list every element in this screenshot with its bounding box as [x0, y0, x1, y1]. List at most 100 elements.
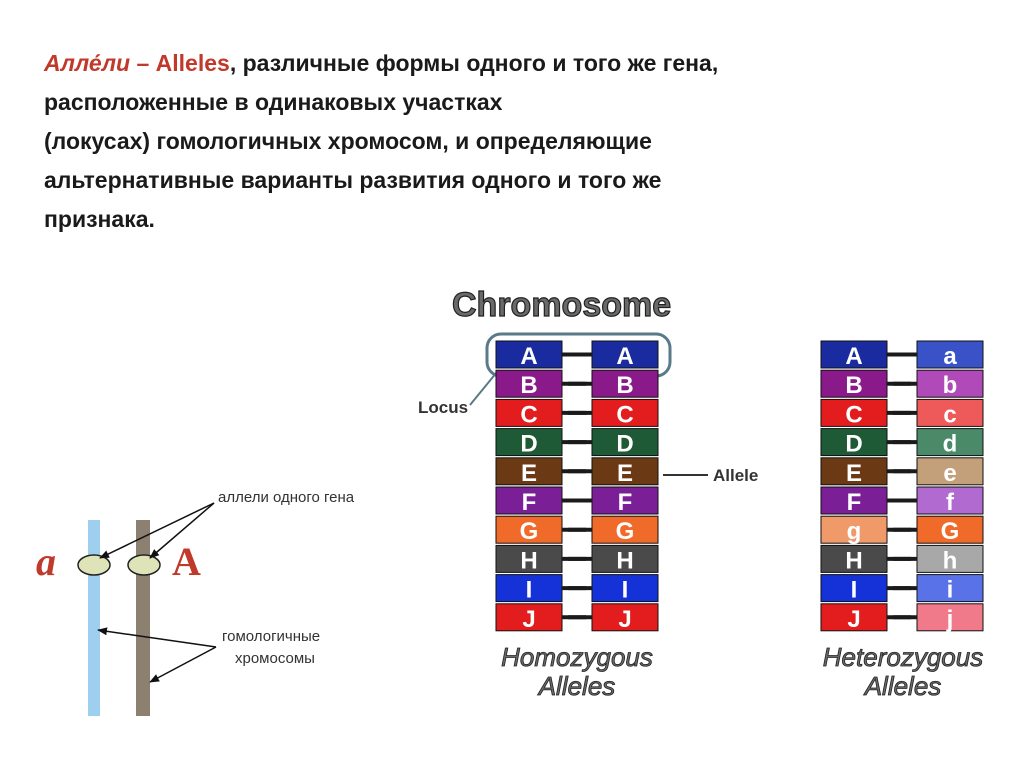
heterozygous-right-gene-letter: e [943, 460, 956, 487]
homozygous-right-gene-letter: G [616, 518, 635, 545]
heterozygous-right-gene-block [916, 574, 984, 603]
heterozygous-left-gene-block [820, 428, 888, 457]
homozygous-left-gene-letter: A [520, 343, 537, 370]
homozygous-right-gene-letter: D [616, 431, 633, 458]
homozygous-left-gene-letter: H [520, 547, 537, 574]
homozygous-backbone [562, 341, 592, 633]
allele-oval-right [127, 554, 161, 576]
definition-text: Алле́ли – Alleles, различные формы одног… [44, 44, 964, 239]
heterozygous-left-gene-block [820, 515, 888, 544]
homozygous-right-gene-block [591, 398, 659, 427]
homozygous-label-line2: Alleles [537, 671, 616, 701]
chromosome-title: Chromosome [452, 286, 671, 324]
heterozygous-left-gene-letter: I [851, 577, 858, 604]
heterozygous-left-gene-block [820, 574, 888, 603]
homozygous-right-gene-letter: B [616, 372, 633, 399]
chromosome-bar-right [136, 520, 150, 716]
heterozygous-right-gene-letter: f [946, 489, 955, 516]
homozygous-left-gene-block [495, 398, 563, 427]
homozygous-left-gene-letter: J [522, 606, 535, 633]
heterozygous-left-gene-letter: g [847, 518, 862, 545]
heterozygous-right-gene-letter: a [943, 343, 957, 370]
homologous-chromosomes-label-line2: хромосомы [235, 650, 315, 667]
definition-line-4: альтернативные варианты развития одного … [44, 167, 662, 193]
heterozygous-right-gene-letter: j [946, 606, 954, 633]
homozygous-left-gene-letter: D [520, 431, 537, 458]
definition-line-1: Алле́ли – Alleles, различные формы одног… [44, 44, 964, 83]
heterozygous-right-gene-block [916, 369, 984, 398]
locus-pointer-line [469, 371, 498, 406]
homozygous-right-gene-block [591, 486, 659, 515]
homozygous-right-gene-letter: F [618, 489, 633, 516]
homozygous-right-gene-block [591, 340, 659, 369]
heterozygous-left-gene-letter: H [845, 547, 862, 574]
heterozygous-right-gene-letter: b [943, 372, 958, 399]
allele-small-a: a [36, 539, 56, 584]
heterozygous-left-gene-letter: J [847, 606, 860, 633]
homozygous-right-gene-letter: I [622, 577, 629, 604]
homozygous-label-line1: Homozygous [501, 642, 653, 672]
homozygous-right-gene-letter: E [617, 460, 633, 487]
heterozygous-right-gene-block [916, 603, 984, 632]
homozygous-right-gene-block [591, 428, 659, 457]
heterozygous-left-gene-block [820, 369, 888, 398]
homologous-chromosomes-label-line1: гомологичные [222, 628, 320, 645]
homozygous-left-gene-letter: E [521, 460, 537, 487]
term-dash: – [130, 50, 156, 76]
heterozygous-left-gene-letter: C [845, 401, 862, 428]
heterozygous-label-line2: Alleles [863, 671, 942, 701]
homozygous-left-gene-letter: I [526, 577, 533, 604]
heterozygous-right-gene-letter: h [943, 547, 958, 574]
definition-line-3: (локусах) гомологичных хромосом, и опред… [44, 128, 652, 154]
heterozygous-right-gene-block [916, 544, 984, 573]
homozygous-right-gene-letter: C [616, 401, 633, 428]
heterozygous-right-gene-block [916, 457, 984, 486]
heterozygous-left-gene-block [820, 544, 888, 573]
homozygous-right-gene-letter: J [618, 606, 631, 633]
homozygous-left-gene-letter: G [520, 518, 539, 545]
term-english: Alleles [155, 50, 230, 76]
homozygous-left-gene-block [495, 574, 563, 603]
definition-line-2: расположенные в одинаковых участках [44, 89, 503, 115]
heterozygous-left-gene-letter: D [845, 431, 862, 458]
heterozygous-right-gene-block [916, 428, 984, 457]
arrow-to-left-chromosome [97, 627, 217, 648]
definition-line-1-rest: , различные формы одного и того же гена, [229, 50, 719, 76]
homozygous-right-gene-letter: A [616, 343, 633, 370]
arrow-to-right-allele [149, 502, 215, 559]
heterozygous-backbone [887, 341, 917, 633]
arrow-to-left-allele [99, 502, 215, 559]
homozygous-right-gene-block [591, 544, 659, 573]
heterozygous-right-gene-letter: c [943, 401, 956, 428]
term-russian: Алле́ли [44, 50, 131, 76]
homozygous-right-gene-block [591, 369, 659, 398]
chromosome-bar-left [88, 520, 100, 716]
heterozygous-label-line1: Heterozygous [823, 642, 983, 672]
heterozygous-left-gene-letter: F [847, 489, 862, 516]
homozygous-left-gene-block [495, 486, 563, 515]
heterozygous-left-gene-letter: A [845, 343, 862, 370]
homozygous-right-gene-letter: H [616, 547, 633, 574]
allele-label: Allele [713, 466, 758, 485]
homozygous-left-gene-block [495, 428, 563, 457]
heterozygous-right-gene-letter: i [947, 577, 954, 604]
